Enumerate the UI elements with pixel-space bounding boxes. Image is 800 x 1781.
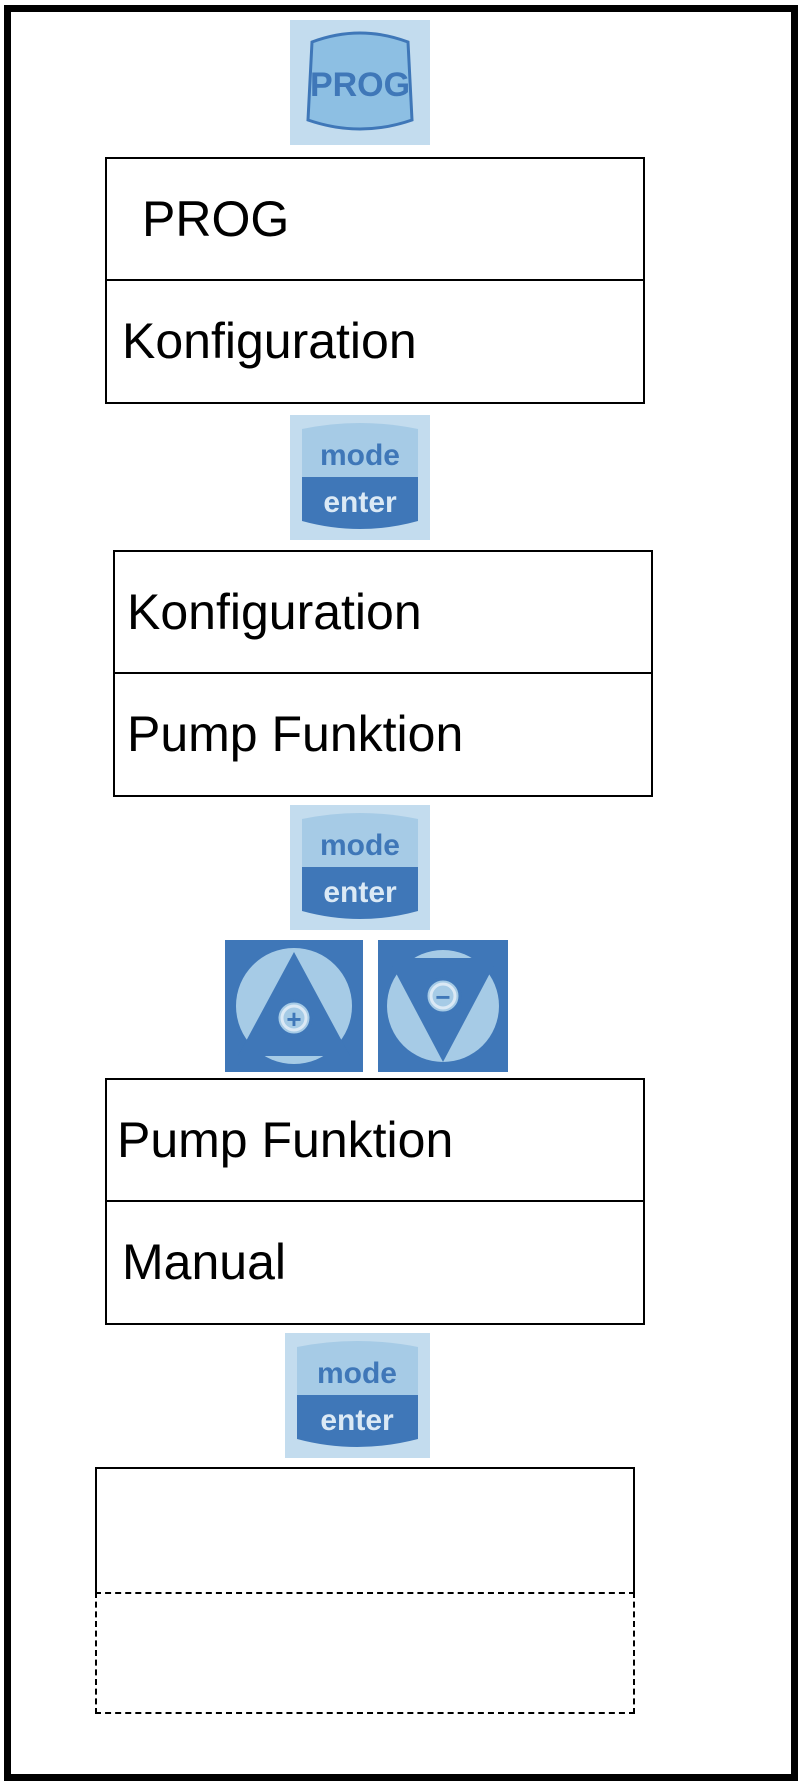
display-4-line-2-placeholder xyxy=(95,1592,635,1714)
minus-key[interactable]: − xyxy=(378,940,508,1072)
display-2-line-1: Konfiguration xyxy=(115,552,651,674)
prog-key[interactable]: PROG xyxy=(290,20,430,145)
svg-text:+: + xyxy=(286,1004,301,1034)
mode-enter-key-2[interactable]: mode enter xyxy=(290,805,430,930)
display-3-line-1-text: Pump Funktion xyxy=(117,1111,454,1168)
prog-key-icon: PROG xyxy=(290,20,430,145)
svg-text:mode: mode xyxy=(320,829,400,862)
display-2: Konfiguration Pump Funktion xyxy=(113,550,653,797)
mode-enter-key-1[interactable]: mode enter xyxy=(290,415,430,540)
svg-text:mode: mode xyxy=(320,439,400,472)
display-1-line-1-text: PROG xyxy=(142,190,290,247)
display-1-line-2-text: Konfiguration xyxy=(122,313,417,370)
minus-triangle-down-icon: − xyxy=(378,940,508,1072)
display-4 xyxy=(95,1467,635,1592)
svg-text:enter: enter xyxy=(320,1404,394,1437)
plus-triangle-up-icon: + xyxy=(225,940,363,1072)
prog-key-label: PROG xyxy=(310,66,410,104)
mode-enter-key-icon: mode enter xyxy=(290,805,430,930)
svg-text:enter: enter xyxy=(323,486,397,519)
display-2-line-1-text: Konfiguration xyxy=(127,583,422,640)
display-3-line-1: Pump Funktion xyxy=(107,1080,643,1202)
display-3: Pump Funktion Manual xyxy=(105,1078,645,1325)
mode-enter-key-3[interactable]: mode enter xyxy=(285,1333,430,1458)
svg-text:−: − xyxy=(435,982,450,1012)
plus-key[interactable]: + xyxy=(225,940,363,1072)
svg-text:enter: enter xyxy=(323,876,397,909)
display-2-line-2: Pump Funktion xyxy=(115,674,651,796)
display-1: PROG Konfiguration xyxy=(105,157,645,404)
mode-enter-key-icon: mode enter xyxy=(290,415,430,540)
svg-text:mode: mode xyxy=(317,1357,397,1390)
display-2-line-2-text: Pump Funktion xyxy=(127,706,464,763)
mode-enter-key-icon: mode enter xyxy=(285,1333,430,1458)
display-1-line-1: PROG xyxy=(107,159,643,281)
display-1-line-2: Konfiguration xyxy=(107,281,643,403)
display-3-line-2-text: Manual xyxy=(122,1234,286,1291)
display-3-line-2: Manual xyxy=(107,1202,643,1324)
